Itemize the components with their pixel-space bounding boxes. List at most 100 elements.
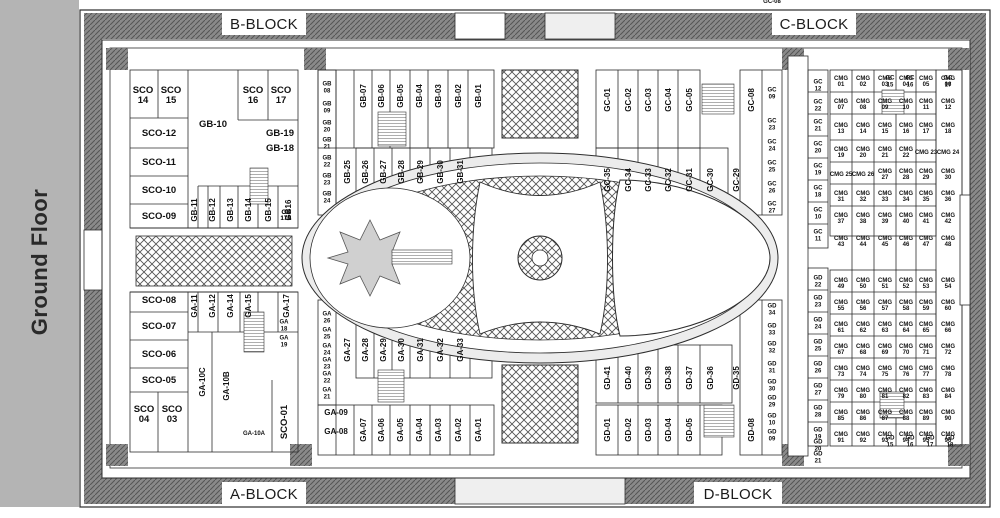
unit-label: GB-07 [359,84,368,108]
unit-label: CMG 23 [915,150,938,156]
block-label-b: B-BLOCK [230,16,298,33]
unit-label: GD-37 [685,366,694,390]
unit-label: GD-39 [644,366,653,390]
unit-label: GB-27 [379,160,388,184]
unit-label: GC-33 [644,168,653,192]
unit-label: SCO-07 [142,321,176,332]
east-entrance [959,194,971,306]
floor-tab [0,0,79,507]
unit-label: CMG 26 [852,172,875,178]
unit-label: GD-01 [603,418,612,442]
unit-label: GC-08 [747,88,756,112]
unit-label: GB-12 [208,198,217,222]
gd-stair [703,404,735,438]
unit-label: GB-11 [190,198,199,222]
west-courtyard [135,235,293,287]
unit-label: SCO-05 [142,375,177,386]
unit-label: GB-18 [266,143,294,154]
unit-label: GB-26 [361,160,370,184]
unit-label: GC-34 [624,168,633,192]
unit-label: GA-32 [436,338,445,362]
unit-label: GC-03 [644,88,653,112]
east-stair-south [879,391,905,419]
unit-label: GB-02 [454,84,463,108]
unit-label: GB-19 [266,128,294,139]
east-stair-north [881,89,905,115]
unit-label: GA-10B [222,371,231,401]
unit-label: GA-14 [226,294,235,318]
unit-label: GB-05 [396,84,405,108]
unit-label: GC-01 [603,88,612,112]
unit-label: GB-28 [397,160,406,184]
unit-label: GA-08 [324,427,348,436]
unit-label: GA-07 [359,418,368,442]
unit-label: CMG 24 [937,150,960,156]
unit-label: GB-03 [434,84,443,108]
block-label-a: A-BLOCK [230,486,298,503]
